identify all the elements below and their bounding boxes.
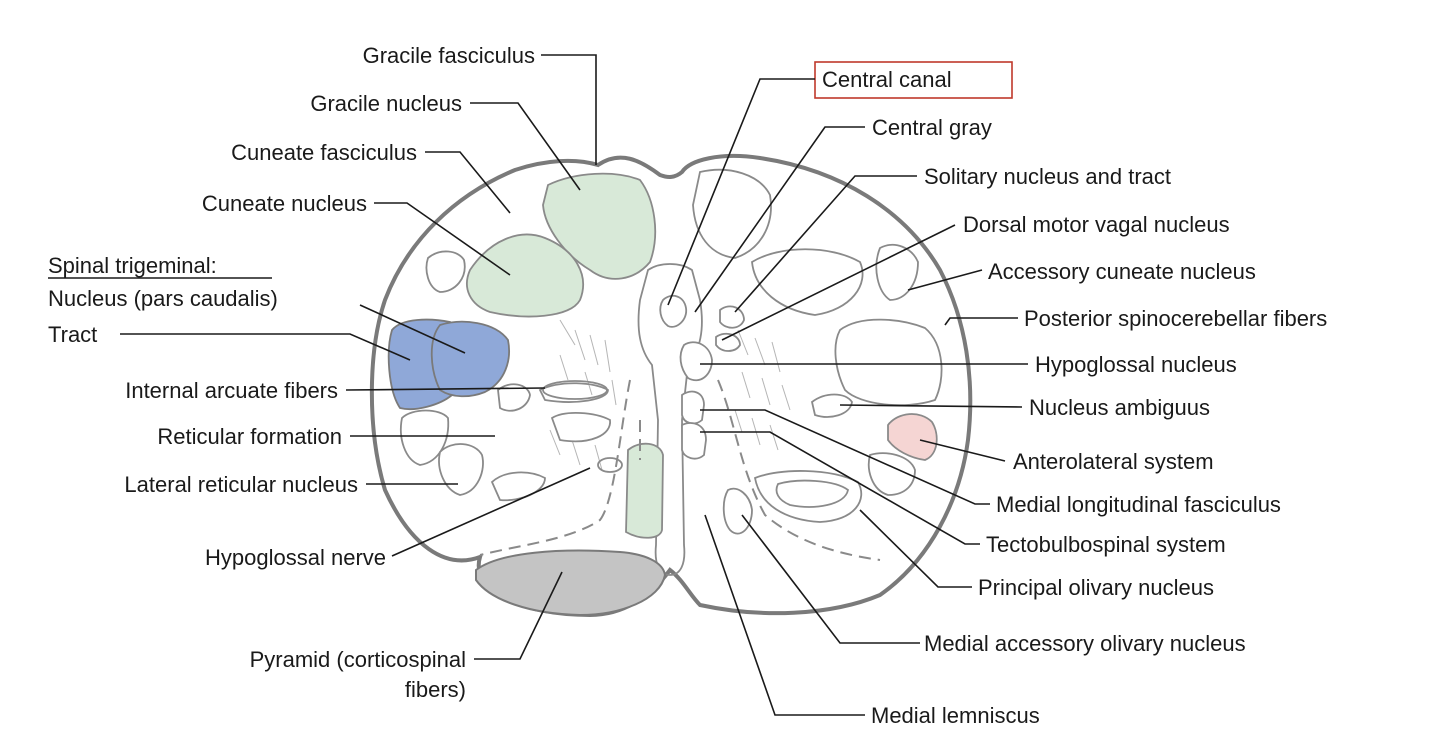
hypoglossal-nucleus-shape [679,341,713,382]
leader-tectobulbospinal [700,431,980,545]
label-anterolateral-system: Anterolateral system [1013,449,1214,474]
label-accessory-cuneate: Accessory cuneate nucleus [988,259,1256,284]
spinal-trigeminal-nucleus-shape [430,320,510,398]
dashed-boundaries [479,379,881,561]
label-pyramid-line2: fibers) [405,677,466,702]
label-nucleus-pars-caudalis: Nucleus (pars caudalis) [48,286,278,311]
label-medial-accessory-olivary: Medial accessory olivary nucleus [924,631,1246,656]
label-tectobulbospinal-system: Tectobulbospinal system [986,532,1226,557]
label-principal-olivary-nucleus: Principal olivary nucleus [978,575,1214,600]
label-gracile-nucleus: Gracile nucleus [310,91,462,116]
hypoglossal-nerve-ellipse [597,457,623,473]
label-dorsal-motor-vagal: Dorsal motor vagal nucleus [963,212,1230,237]
leader-principal-olivary [859,509,972,588]
leader-tract [120,333,411,361]
label-spinal-trigeminal: Spinal trigeminal: [48,253,217,278]
central-canal-shape [659,294,688,328]
leader-pyramid [474,571,563,660]
leader-medial-accessory-olivary [741,514,920,644]
fiber-streaks [549,319,791,471]
label-tract: Tract [48,322,97,347]
cuneate-nucleus-shape [466,233,584,318]
anterolateral-system-shape [887,413,938,461]
fiber-streak [559,319,576,346]
leader-central-gray [694,126,865,313]
leader-posterior-spinocerebellar [944,317,1018,326]
leader-lines [120,54,1028,716]
label-pyramid-line1: Pyramid (corticospinal [250,647,466,672]
fiber-streak [761,377,771,406]
label-reticular-formation: Reticular formation [157,424,342,449]
leader-central-canal [667,78,815,306]
solitary-nucleus-shape [719,305,745,329]
dorsal-motor-vagal-shape [715,332,741,352]
label-gracile-fasciculus: Gracile fasciculus [363,43,535,68]
leader-hypoglossal-nerve [391,467,591,557]
label-solitary-nucleus: Solitary nucleus and tract [924,164,1171,189]
leader-nucleus-pars-caudalis [359,304,466,354]
leader-dorsal-motor-vagal [721,224,956,341]
label-internal-arcuate-fibers: Internal arcuate fibers [125,378,338,403]
fiber-streak [559,354,569,381]
leader-cuneate-nucleus [374,202,511,276]
leader-internal-arcuate [345,387,546,391]
label-medial-longitudinal-fasciculus: Medial longitudinal fasciculus [996,492,1281,517]
fiber-streak [594,444,603,471]
fiber-streak [734,409,743,433]
label-nucleus-ambiguus: Nucleus ambiguus [1029,395,1210,420]
fiber-streak [754,337,766,366]
medial-green-column [625,442,664,539]
leader-gracile-nucleus [470,102,581,191]
internal-arcuate-ellipse [542,380,608,400]
right-labels: Central canal Central gray Solitary nucl… [822,67,1327,728]
central-gray-region [637,263,703,576]
leader-gracile-fasciculus [541,54,597,165]
fiber-streak [604,339,611,373]
fiber-streak [571,439,581,466]
label-hypoglossal-nucleus: Hypoglossal nucleus [1035,352,1237,377]
central-canal-highlight-box [814,61,1013,99]
fiber-streak [574,329,586,361]
fiber-streak [549,429,561,456]
leader-solitary-nucleus [734,175,917,313]
fiber-streak [771,341,781,373]
label-hypoglossal-nerve: Hypoglossal nerve [205,545,386,570]
label-medial-lemniscus: Medial lemniscus [871,703,1040,728]
pyramid-shape [475,549,667,617]
label-central-canal: Central canal [822,67,952,92]
fiber-streak [611,379,617,406]
fiber-streak [741,371,751,399]
fiber-streak [781,384,791,411]
leader-anterolateral-system [919,439,1006,462]
leader-medial-lemniscus [704,514,865,716]
left-small-nuclei [400,250,623,502]
label-posterior-spinocerebellar: Posterior spinocerebellar fibers [1024,306,1327,331]
fiber-streak [737,329,749,356]
left-labels: Gracile fasciculus Gracile nucleus Cunea… [48,43,535,702]
right-small-nuclei [679,168,943,535]
fiber-streak [589,334,599,366]
label-cuneate-fasciculus: Cuneate fasciculus [231,140,417,165]
leader-nucleus-ambiguus [839,404,1023,408]
leader-mlf [700,409,990,505]
leader-cuneate-fasciculus [425,151,511,214]
label-cuneate-nucleus: Cuneate nucleus [202,191,367,216]
leader-accessory-cuneate [907,269,983,291]
label-lateral-reticular-nucleus: Lateral reticular nucleus [124,472,358,497]
label-central-gray: Central gray [872,115,992,140]
fiber-streak [769,424,779,451]
